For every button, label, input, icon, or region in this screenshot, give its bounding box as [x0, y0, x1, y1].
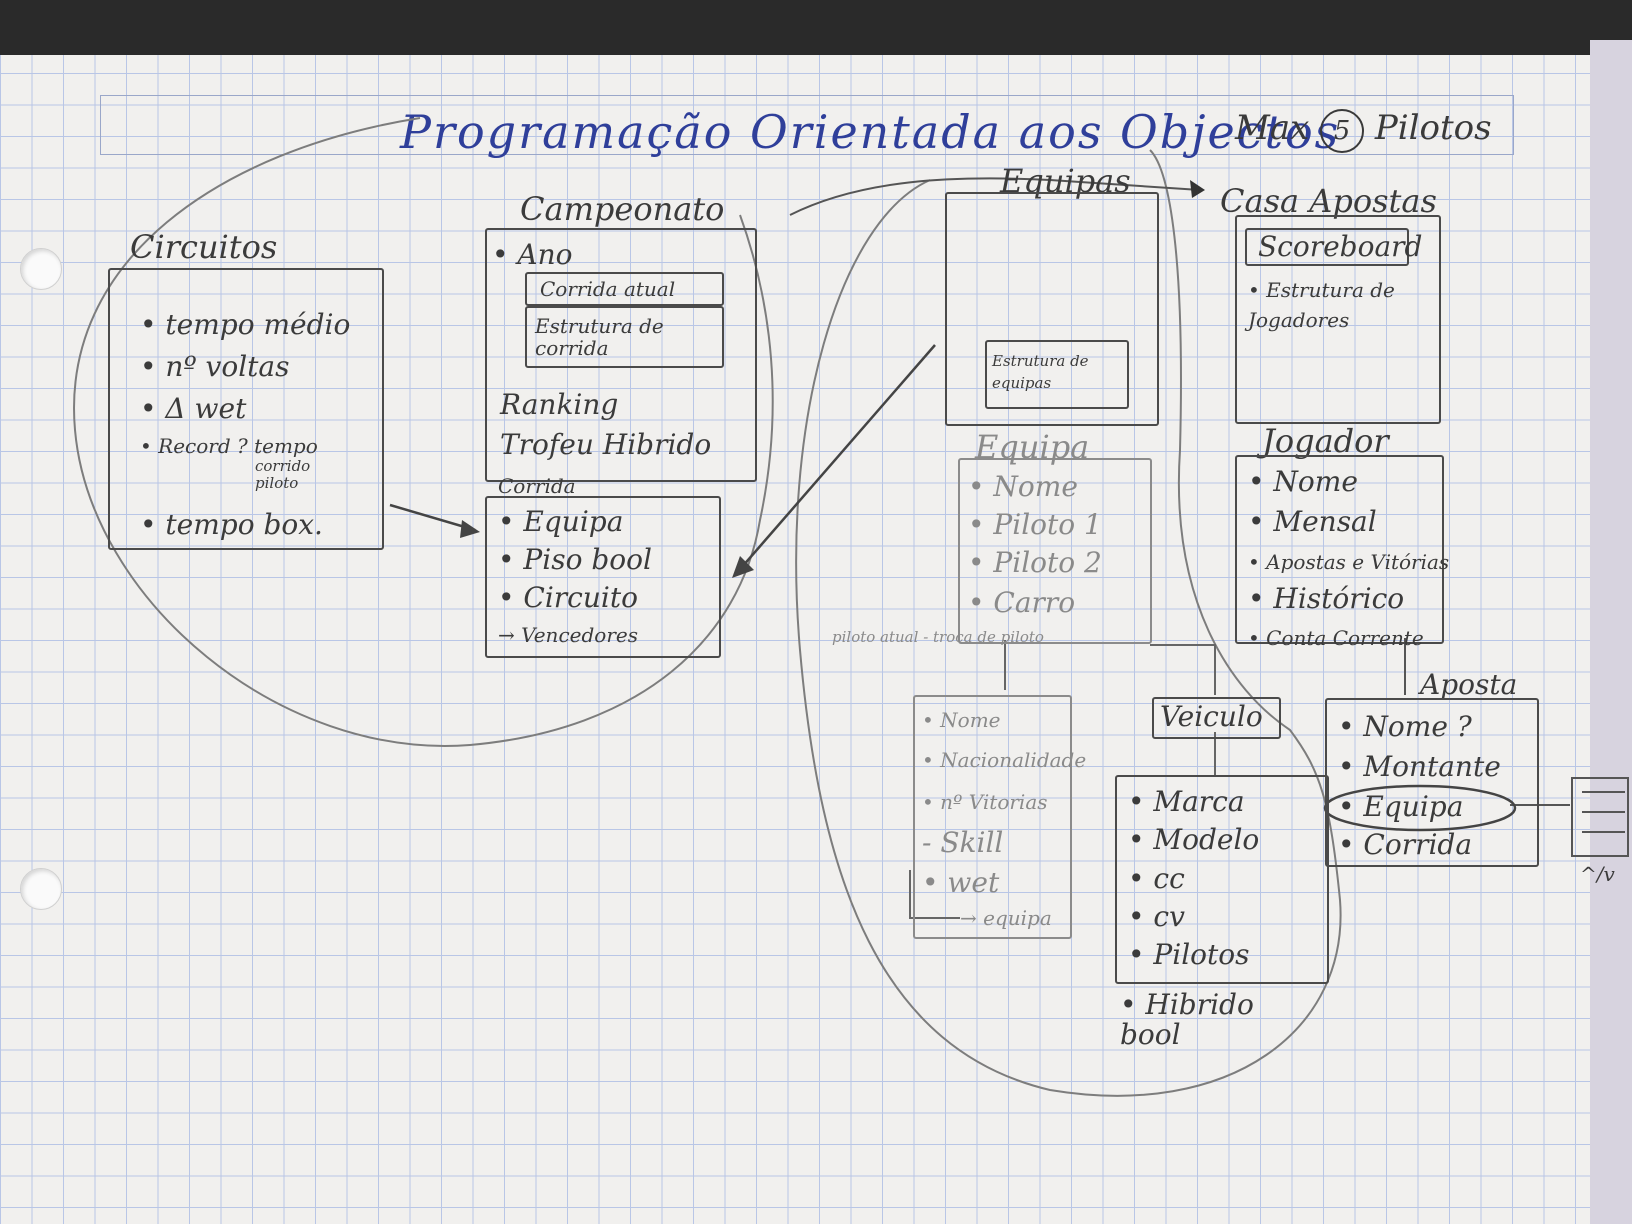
max-pilots-note: Max 5 Pilotos [1235, 108, 1492, 153]
casa-apostas-scoreboard: Scoreboard [1258, 230, 1423, 263]
aposta-box [1325, 698, 1539, 867]
scoreboard-box [1245, 228, 1409, 266]
equipa-box [958, 458, 1152, 644]
veiculo-attr: • cv [1128, 900, 1185, 933]
equipas-box [945, 192, 1159, 426]
estrutura-equipas-box [985, 340, 1129, 409]
paper-edge [1590, 40, 1632, 1224]
veiculo-attr: • cc [1128, 862, 1185, 895]
circuitos-attr: • Record ? tempo [140, 434, 318, 458]
page-title: Programação Orientada aos Objectos [400, 105, 1341, 159]
piloto-attr: - Skill [922, 826, 1004, 859]
equipa-attr: • Piloto 2 [968, 546, 1102, 579]
corrida-attr: → Vencedores [498, 623, 638, 647]
arrow-head-corrida [460, 520, 480, 538]
binder-hole [20, 248, 62, 290]
circuitos-attr: • Δ wet [140, 392, 247, 425]
jogador-attr: • Mensal [1248, 505, 1377, 538]
estrutura-corrida-box [525, 306, 724, 368]
veiculo-box [1115, 775, 1329, 984]
equipa-attr: • Piloto 1 [968, 508, 1102, 541]
veiculo-attr: • Marca [1128, 785, 1245, 818]
piloto-box [913, 695, 1072, 939]
casa-apostas-header: Casa Apostas [1220, 182, 1437, 220]
equipa-attr: • Nome [968, 470, 1078, 503]
grouping-loop-right [795, 149, 1342, 1097]
aposta-attr: • Montante [1338, 750, 1501, 783]
piloto-equipa-link [909, 870, 960, 919]
circuitos-box [108, 268, 384, 550]
title-band [100, 95, 1514, 155]
circuitos-header: Circuitos [130, 228, 278, 266]
aposta-attr: • Nome ? [1338, 710, 1472, 743]
max-prefix: Max [1235, 108, 1310, 148]
piloto-attr: • nº Vitorias [922, 790, 1048, 814]
jogador-box [1235, 455, 1444, 644]
circuitos-attr: • nº voltas [140, 350, 290, 383]
side-note: ^/v [1580, 862, 1615, 886]
max-suffix: Pilotos [1374, 108, 1492, 148]
casa-apostas-estrutura: • Estrutura de Jogadores [1248, 278, 1395, 332]
veiculo-header: Veiculo [1160, 700, 1263, 733]
circuitos-record-note: corrido piloto [255, 457, 311, 492]
equipas-estrutura: Estrutura de equipas [992, 352, 1089, 392]
casa-apostas-box [1235, 215, 1441, 424]
equipa-note: piloto atual - troca de piloto [832, 628, 1044, 646]
equipa-to-veiculo-line [1150, 644, 1216, 695]
equipa-attr: • Carro [968, 586, 1076, 619]
circuitos-attr: • tempo box. [140, 508, 323, 541]
piloto-link: → equipa [960, 906, 1052, 930]
veiculo-attr: • Pilotos [1128, 938, 1250, 971]
arrow-head-casa-apostas [1190, 180, 1205, 198]
circuitos-attr: • tempo médio [140, 308, 351, 341]
corrida-header: Corrida [498, 474, 576, 498]
jogador-attr: • Apostas e Vitórias [1248, 550, 1450, 574]
grouping-loop-left [73, 117, 774, 747]
campeonato-box [485, 228, 757, 482]
piloto-attr: • Nome [922, 708, 1001, 732]
graph-paper-sheet [0, 55, 1632, 1224]
campeonato-trofeu: Trofeu Hibrido [500, 428, 712, 461]
campeonato-ranking: Ranking [500, 388, 619, 421]
binder-hole [20, 868, 62, 910]
piloto-attr: • Nacionalidade [922, 748, 1087, 772]
veiculo-attr: • Modelo [1128, 823, 1260, 856]
aposta-header: Aposta [1420, 668, 1518, 701]
max-number: 5 [1320, 109, 1365, 153]
campeonato-to-equipas-line [789, 177, 1201, 216]
campeonato-header: Campeonato [520, 190, 725, 228]
aposta-attr: • Equipa [1338, 790, 1464, 823]
veiculo-extra: • Hibrido bool [1120, 988, 1254, 1051]
corrida-box [485, 496, 721, 658]
side-box [1571, 777, 1629, 857]
campeonato-ano: • Ano [492, 238, 573, 271]
jogador-attr: • Conta Corrente [1248, 626, 1424, 650]
corrida-attr: • Equipa [498, 505, 624, 538]
corrida-attr: • Circuito [498, 581, 638, 614]
equipas-to-corrida-arrow [734, 344, 936, 576]
jogador-attr: • Histórico [1248, 582, 1405, 615]
campeonato-estrutura-corrida: Estrutura de corrida [535, 314, 664, 360]
campeonato-corrida-atual: Corrida atual [540, 277, 676, 301]
circuitos-to-corrida-arrow [389, 503, 476, 532]
arrow-head-corrida-right [732, 556, 754, 578]
piloto-attr: • wet [922, 866, 1000, 899]
jogador-attr: • Nome [1248, 465, 1358, 498]
veiculo-header-box [1152, 697, 1281, 739]
corrida-atual-box [525, 272, 724, 306]
corrida-attr: • Piso bool [498, 543, 652, 576]
jogador-header: Jogador [1262, 422, 1389, 460]
aposta-attr: • Corrida [1338, 828, 1473, 861]
